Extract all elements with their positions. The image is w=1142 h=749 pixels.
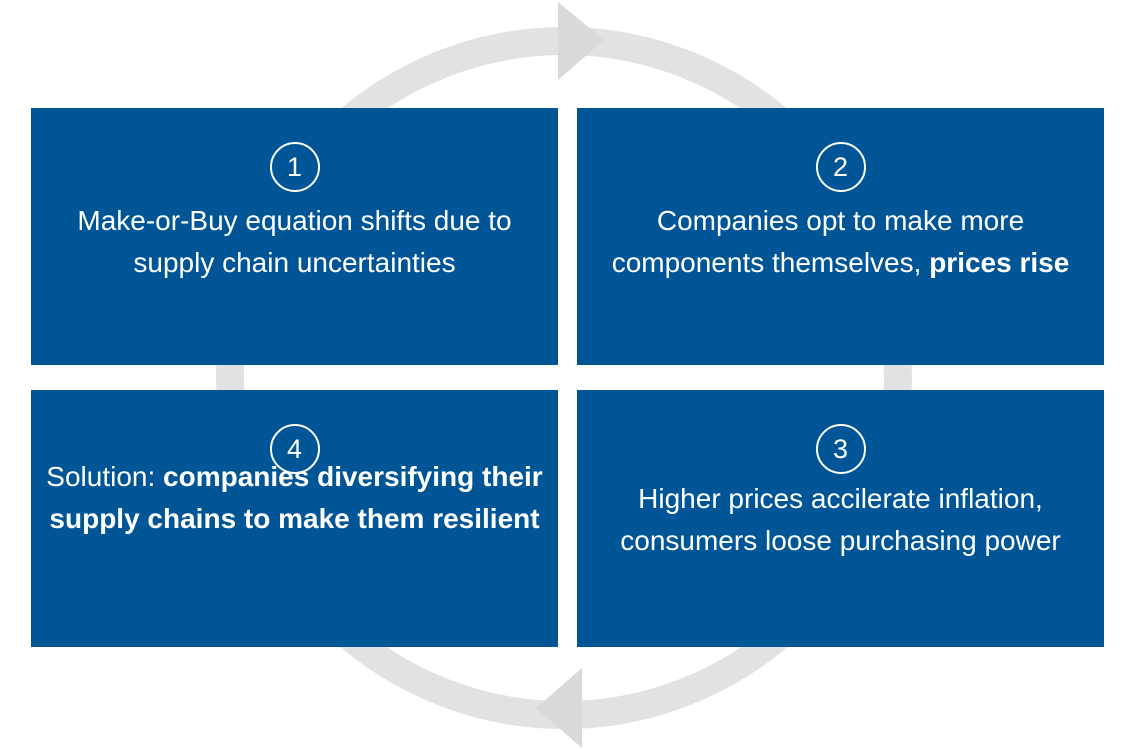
step-box-1: 1 Make-or-Buy equation shifts due to sup… (31, 108, 558, 365)
step-text: Solution: companies diversifying their s… (39, 456, 550, 540)
bottom-arrowhead-icon (536, 668, 582, 748)
step-box-2: 2 Companies opt to make more components … (577, 108, 1104, 365)
step-text: Make-or-Buy equation shifts due to suppl… (77, 205, 512, 278)
step-number-badge: 2 (815, 142, 866, 192)
top-arrowhead-icon (558, 2, 604, 80)
step-text: Companies opt to make more components th… (585, 200, 1096, 284)
step-number-badge: 3 (815, 424, 866, 474)
step-text-main: Companies opt to make more components th… (611, 205, 1025, 278)
step-text-emphasis: companies diversifying their supply chai… (49, 461, 543, 534)
step-number-badge: 1 (269, 142, 320, 192)
step-number-badge: 4 (269, 424, 320, 474)
step-text-lead: Solution: (46, 461, 156, 492)
step-box-3: 3 Higher prices accilerate inflation, co… (577, 390, 1104, 647)
step-text: Higher prices accilerate inflation, cons… (620, 483, 1061, 556)
step-box-4: 4 Solution: companies diversifying their… (31, 390, 558, 647)
step-text-emphasis: prices rise (929, 247, 1070, 278)
